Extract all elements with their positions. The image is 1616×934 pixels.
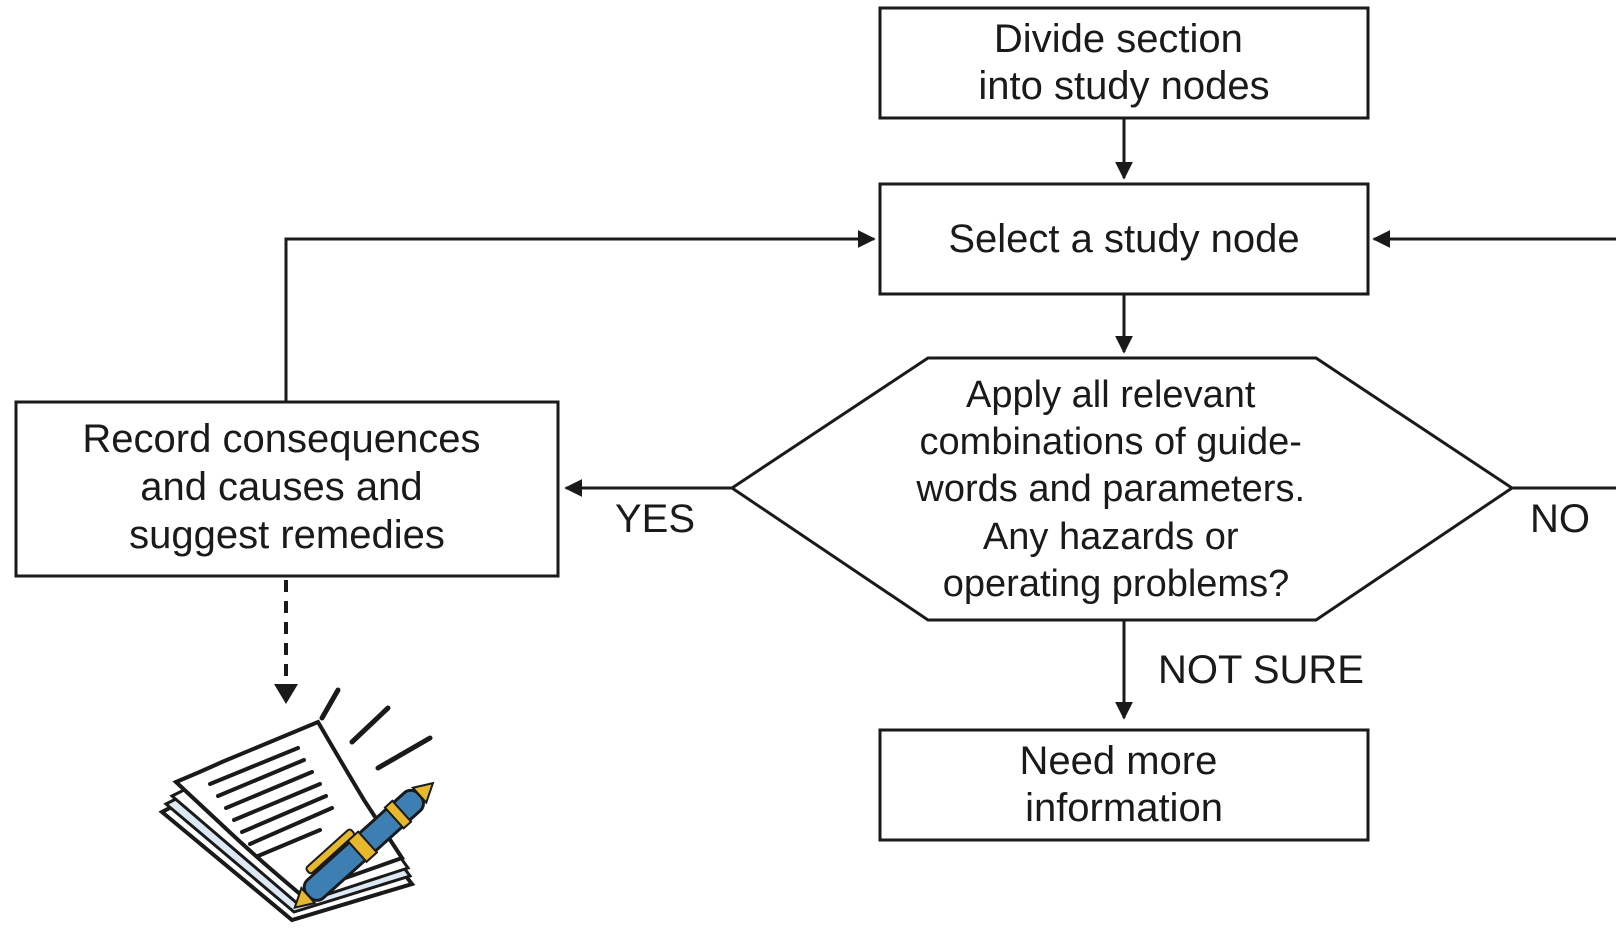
notebook-with-pen-icon xyxy=(158,687,435,923)
record-line-1: Record consequences xyxy=(82,417,480,461)
svg-text:Record consequences and: Record consequences and causes and sugge… xyxy=(82,417,491,557)
divide-section-box: Divide section into study nodes xyxy=(878,6,1370,120)
need-more-information-box: Need more information xyxy=(878,728,1370,842)
hazards-decision-hexagon: Apply all relevant combinations of guide… xyxy=(729,356,1515,622)
svg-text:Select a study node: Select a study node xyxy=(948,217,1299,261)
decision-line-2: combinations of guide- xyxy=(920,421,1302,463)
record-line-2: and causes and xyxy=(140,465,422,509)
need-info-line-1: Need more xyxy=(1020,739,1218,783)
edge-record-to-select xyxy=(284,230,876,402)
edge-label-no: NO xyxy=(1530,497,1590,541)
svg-text:Divide section into stud: Divide section into study nodes xyxy=(978,17,1269,108)
edge-label-yes: YES xyxy=(615,497,695,541)
decision-line-3: words and parameters. xyxy=(915,468,1305,510)
svg-text:Need more information: Need more information xyxy=(1020,739,1229,830)
divide-section-line-2: into study nodes xyxy=(978,64,1269,108)
decision-line-1: Apply all relevant xyxy=(966,374,1256,416)
decision-line-4: Any hazards or xyxy=(983,516,1239,558)
edge-label-not-sure: NOT SURE xyxy=(1158,648,1364,692)
select-study-node-label: Select a study node xyxy=(948,217,1299,261)
divide-section-line-1: Divide section xyxy=(994,17,1243,61)
svg-text:Apply all relevant combi: Apply all relevant combinations of guide… xyxy=(915,374,1315,605)
edge-record-to-notebook-arrowhead xyxy=(274,684,298,704)
decision-line-5: operating problems? xyxy=(943,563,1289,605)
record-consequences-box: Record consequences and causes and sugge… xyxy=(14,400,560,578)
need-info-line-2: information xyxy=(1025,786,1223,830)
select-study-node-box: Select a study node xyxy=(878,182,1370,296)
record-line-3: suggest remedies xyxy=(129,513,445,557)
